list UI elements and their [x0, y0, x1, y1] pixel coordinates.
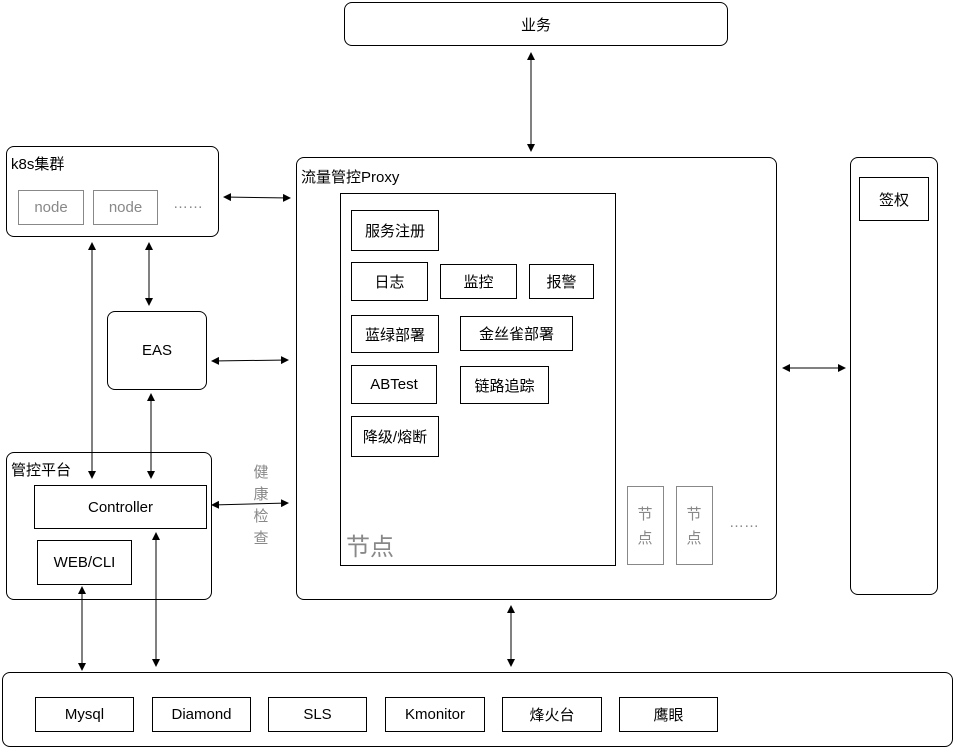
management-platform-title: 管控平台	[11, 462, 72, 479]
traffic-proxy-title: 流量管控Proxy	[301, 169, 400, 186]
business-box: 业务	[344, 2, 728, 46]
feature-blue-green: 蓝绿部署	[351, 315, 439, 353]
controller-box: Controller	[34, 485, 207, 529]
bottom-services-box: Mysql Diamond SLS Kmonitor 烽火台 鹰眼	[2, 672, 953, 747]
arrow-eas-proxy	[211, 356, 289, 365]
service-mysql: Mysql	[35, 697, 134, 732]
small-node-2: 节 点	[676, 486, 713, 565]
feature-service-register: 服务注册	[351, 210, 439, 251]
eas-box: EAS	[107, 311, 207, 390]
feature-tracing: 链路追踪	[460, 366, 549, 404]
auth-column-box: 签权	[850, 157, 938, 595]
proxy-node-label: 节点	[346, 534, 394, 561]
k8s-ellipsis: ……	[173, 195, 203, 212]
k8s-node-1: node	[18, 190, 84, 225]
management-platform-box: 管控平台 Controller WEB/CLI	[6, 452, 212, 600]
health-check-label: 健 康 检 查	[253, 464, 269, 547]
feature-abtest: ABTest	[351, 365, 437, 404]
feature-degrade: 降级/熔断	[351, 416, 439, 457]
traffic-proxy-box: 流量管控Proxy 服务注册 日志 监控 报警 蓝绿部署 金丝雀部署 ABTes…	[296, 157, 777, 600]
eas-label: EAS	[141, 342, 172, 359]
service-kmonitor: Kmonitor	[385, 697, 485, 732]
k8s-cluster-title: k8s集群	[11, 156, 65, 173]
feature-canary: 金丝雀部署	[460, 316, 573, 351]
arrow-controller-proxy	[211, 499, 289, 509]
k8s-node-2: node	[93, 190, 158, 225]
business-label: 业务	[520, 16, 551, 34]
web-cli-box: WEB/CLI	[37, 540, 132, 585]
proxy-nodes-ellipsis: ……	[729, 514, 759, 531]
feature-alerting: 报警	[529, 264, 594, 299]
arrow-k8s-proxy	[223, 193, 291, 202]
auth-box: 签权	[859, 177, 929, 221]
feature-monitoring: 监控	[440, 264, 517, 299]
service-sls: SLS	[268, 697, 367, 732]
proxy-node-box: 服务注册 日志 监控 报警 蓝绿部署 金丝雀部署 ABTest 链路追踪 降级/…	[340, 193, 616, 566]
k8s-cluster-box: k8s集群 node node ……	[6, 146, 219, 237]
service-diamond: Diamond	[152, 697, 251, 732]
small-node-1: 节 点	[627, 486, 664, 565]
feature-logging: 日志	[351, 262, 428, 301]
service-fenghuotai: 烽火台	[502, 697, 602, 732]
service-yingyan: 鹰眼	[619, 697, 718, 732]
